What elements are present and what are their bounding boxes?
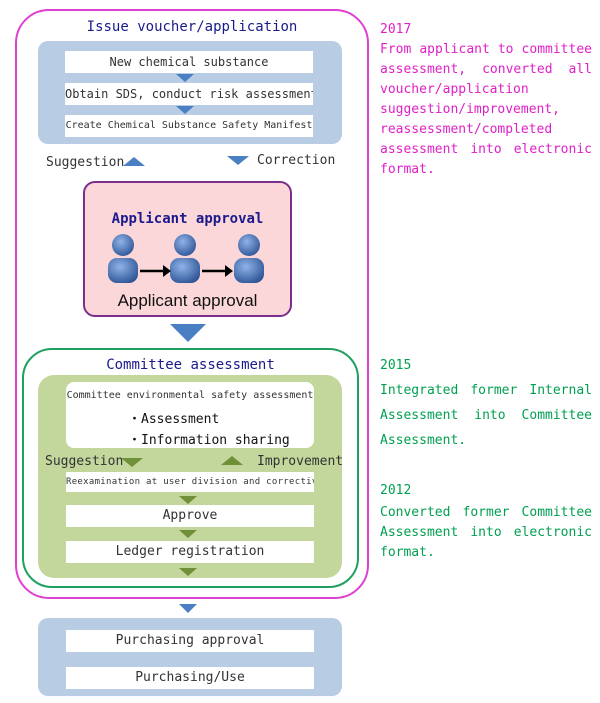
improvement-arrow-up-icon: [221, 456, 243, 465]
flow-arrow-down-icon: [179, 530, 197, 538]
issue-process-boundary: [15, 9, 369, 599]
person-icon: [108, 234, 138, 283]
suggestion-arrow-up-icon: [123, 157, 145, 166]
step-purchasing-use: Purchasing/Use: [66, 667, 314, 689]
note-2017-text: From applicant to committee assessment, …: [380, 42, 592, 177]
correction-arrow-down-icon: [227, 156, 249, 165]
flow-arrow-down-icon: [176, 74, 194, 82]
note-2017-year: 2017: [380, 22, 412, 37]
step-create-manifest: Create Chemical Substance Safety Manifes…: [65, 115, 313, 137]
step-new-chemical: New chemical substance: [65, 51, 313, 73]
issue-title: Issue voucher/application: [86, 19, 298, 35]
flow-arrow-down-icon: [179, 568, 197, 576]
note-2015-year: 2015: [380, 358, 412, 373]
improvement-label: Improvement: [257, 454, 344, 469]
note-2012-text: Converted former Committee Assessment in…: [380, 505, 592, 560]
person-icon: [234, 234, 264, 283]
note-2015-text: Integrated former Internal Assessment in…: [380, 383, 592, 448]
env-safety-bullet: ・Assessment: [128, 412, 220, 427]
env-safety-bullet: ・Information sharing: [128, 433, 290, 448]
applicant-approval-caption: Applicant approval: [117, 291, 258, 310]
step-purchasing-approval: Purchasing approval: [66, 630, 314, 652]
flow-arrow-down-icon: [179, 604, 197, 613]
correction-label: Correction: [257, 153, 336, 168]
committee-assessment-boundary: [22, 348, 359, 588]
note-2012-year: 2012: [380, 483, 412, 498]
step-approve: Approve: [66, 505, 314, 527]
applicant-approval-box: Applicant approval Applicant approval: [83, 181, 292, 317]
suggestion-label: Suggestion: [46, 155, 125, 170]
applicant-approval-title: Applicant approval: [111, 211, 264, 227]
suggestion-arrow-down-icon: [121, 458, 143, 467]
approver-chain-icon: [108, 234, 264, 283]
step-ledger-registration: Ledger registration: [66, 541, 314, 563]
step-reexamination: Reexamination at user division and corre…: [66, 472, 314, 492]
env-safety-heading: Committee environmental safety assessmen…: [66, 390, 314, 401]
step-obtain-sds: Obtain SDS, conduct risk assessment: [65, 83, 313, 105]
flow-arrow-down-icon: [170, 324, 206, 342]
flow-arrow-down-icon: [179, 496, 197, 504]
person-icon: [170, 234, 200, 283]
flow-arrow-down-icon: [176, 106, 194, 114]
committee-title: Committee assessment: [106, 357, 275, 373]
env-safety-assessment-box: Committee environmental safety assessmen…: [66, 382, 314, 448]
committee-suggestion-label: Suggestion: [45, 454, 124, 469]
